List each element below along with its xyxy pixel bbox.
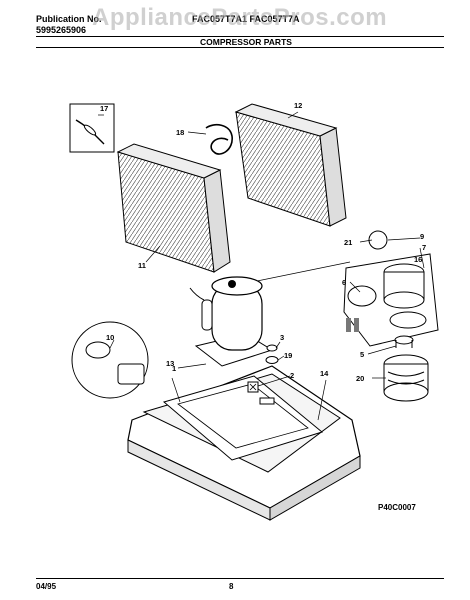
callout-18: 18 [176, 128, 184, 137]
part-17-inset [69, 103, 115, 153]
callout-1: 1 [172, 364, 176, 373]
publication-number: 5995265906 [36, 25, 87, 35]
leader-electrical [251, 261, 351, 283]
callout-16: 16 [414, 255, 422, 264]
callout-6: 6 [342, 278, 346, 287]
section-title: COMPRESSOR PARTS [200, 37, 292, 47]
callout-19: 19 [284, 351, 292, 360]
callout-10: 10 [106, 333, 114, 342]
callout-21: 21 [344, 238, 352, 247]
publication-label: Publication No. [36, 14, 102, 24]
part-12-condenser-coil [234, 103, 347, 227]
leader-lines [98, 111, 425, 421]
footer-rule [36, 578, 444, 579]
part-13-drain-tray [162, 375, 324, 461]
part-11-evaporator-coil [116, 143, 231, 273]
part-18-tubing [205, 123, 233, 155]
callout-13: 13 [166, 359, 174, 368]
part-3-19-hardware [265, 344, 279, 364]
header-rule-bottom [36, 47, 444, 48]
callout-5: 5 [360, 350, 364, 359]
watermark: AppliancePartsPros.com [92, 4, 388, 31]
callout-2: 2 [290, 371, 294, 380]
callout-17: 17 [100, 104, 108, 113]
callout-12: 12 [294, 101, 302, 110]
part-10-inset [71, 321, 149, 399]
part-1-compressor [189, 276, 274, 393]
callout-9: 9 [420, 232, 424, 241]
callout-20: 20 [356, 374, 364, 383]
model-number: FAC057T7A1 FAC057T7A [192, 14, 300, 24]
callout-11: 11 [138, 261, 146, 270]
callout-3: 3 [280, 333, 284, 342]
footer-date: 04/95 [36, 582, 57, 591]
callout-7: 7 [422, 243, 426, 252]
footer-page-number: 8 [229, 582, 234, 591]
header-rule-top [36, 36, 444, 37]
part-6-electrical-group [343, 230, 439, 402]
callout-14: 14 [320, 369, 329, 378]
diagram-code: P40C0007 [378, 503, 416, 512]
